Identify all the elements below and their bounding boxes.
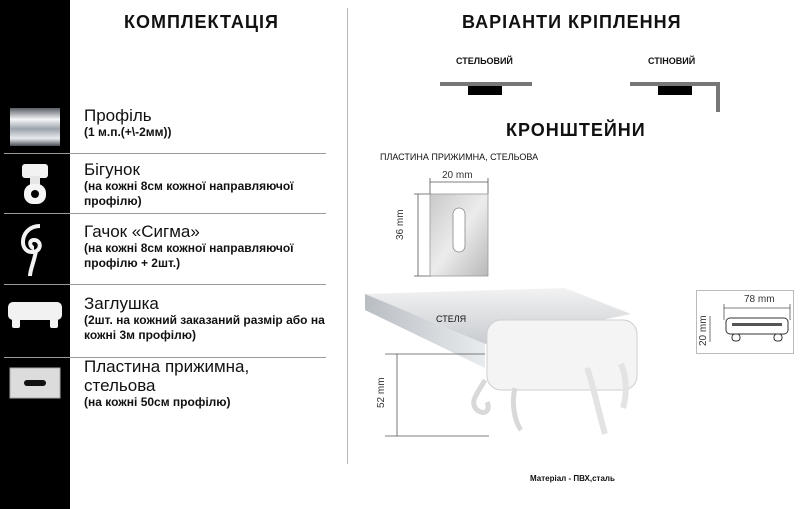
profile-icon xyxy=(10,108,60,146)
profile-height-label: 52 mm xyxy=(376,377,387,408)
runner-icon xyxy=(22,164,48,204)
brackets-title: КРОНШТЕЙНИ xyxy=(506,120,646,140)
divider xyxy=(4,153,326,154)
components-title: КОМПЛЕКТАЦІЯ xyxy=(124,12,279,32)
item-name: Бігунок xyxy=(84,160,140,179)
list-item: Заглушка (2шт. на кожний заказаний размі… xyxy=(84,294,334,343)
section-height-label: 20 mm xyxy=(698,315,709,346)
item-name: Пластина прижимна, стельова xyxy=(84,357,250,395)
list-item: Пластина прижимна, стельова (на кожні 50… xyxy=(84,357,294,410)
item-name: Заглушка xyxy=(84,294,159,313)
item-name: Профіль xyxy=(84,106,152,125)
mounting-options-title: ВАРІАНТИ КРІПЛЕННЯ xyxy=(462,12,682,32)
item-note: (на кожні 50см профілю) xyxy=(84,395,231,409)
mounting-plate-icon xyxy=(9,367,61,399)
end-cap-icon xyxy=(8,302,62,328)
list-item: Профіль (1 м.п.(+\-2мм)) xyxy=(84,106,334,140)
divider xyxy=(4,357,326,358)
list-item: Гачок «Сигма» (на кожні 8см кожної напра… xyxy=(84,222,334,271)
list-item: Бігунок (на кожні 8см кожної направляючо… xyxy=(84,160,334,209)
ceiling-mount-label: СТЕЛЬОВИЙ xyxy=(456,56,513,66)
profile-3d-drawing xyxy=(365,288,638,437)
ceiling-mount-diagram xyxy=(440,82,532,95)
plate-height-label: 36 mm xyxy=(395,209,406,240)
item-note: (2шт. на кожний заказаний размір або на … xyxy=(84,313,325,342)
divider xyxy=(4,284,326,285)
item-name: Гачок «Сигма» xyxy=(84,222,200,241)
material-note: Матеріал - ПВХ,сталь xyxy=(530,474,615,483)
plate-width-label: 20 mm xyxy=(442,170,473,181)
cross-section-diagram xyxy=(696,290,794,354)
wall-mount-diagram xyxy=(630,82,720,112)
item-note: (на кожні 8см кожної направляючої профіл… xyxy=(84,241,294,270)
item-note: (1 м.п.(+\-2мм)) xyxy=(84,125,172,139)
plate-drawing xyxy=(414,178,489,277)
ceiling-label: СТЕЛЯ xyxy=(436,314,467,324)
wall-mount-label: СТІНОВИЙ xyxy=(648,56,696,66)
column-divider xyxy=(347,8,348,464)
sigma-hook-icon xyxy=(21,224,42,277)
divider xyxy=(4,213,326,214)
plate-caption: ПЛАСТИНА ПРИЖИМНА, СТЕЛЬОВА xyxy=(380,152,539,162)
item-note: (на кожні 8см кожної направляючої профіл… xyxy=(84,179,294,208)
section-width-label: 78 mm xyxy=(744,294,775,305)
